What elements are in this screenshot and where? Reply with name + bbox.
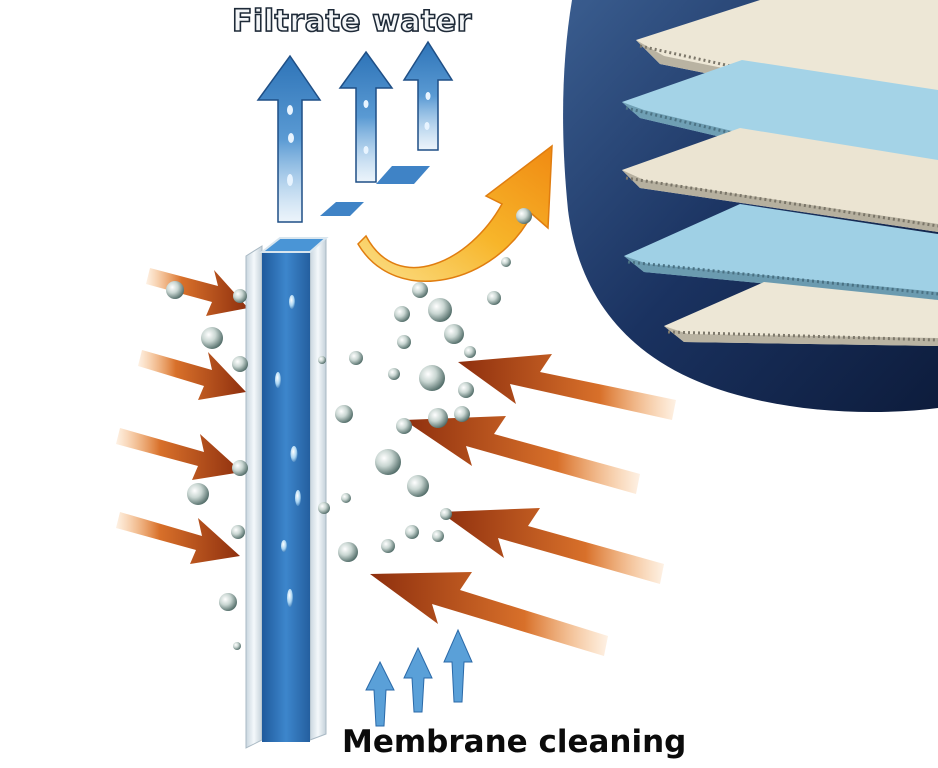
membrane-frame-right	[309, 237, 327, 741]
arrow-up-icon	[443, 628, 473, 703]
sphere-particle-icon	[335, 405, 353, 423]
sphere-particle-icon	[233, 642, 241, 650]
sphere-particle-icon	[464, 346, 476, 358]
sphere-particle-icon	[219, 593, 237, 611]
arrow-up-icon	[338, 50, 394, 183]
sphere-particle-icon	[166, 281, 184, 299]
sphere-particle-icon	[407, 475, 429, 497]
sphere-particle-icon	[232, 460, 248, 476]
sphere-particle-icon	[233, 289, 247, 303]
sphere-particle-icon	[412, 282, 428, 298]
sphere-particle-icon	[419, 365, 445, 391]
filtrate-water-label: Filtrate water	[231, 3, 473, 40]
membrane-sheets-panel	[563, 0, 938, 413]
membrane-frame-left	[245, 245, 263, 749]
sphere-particle-icon	[444, 324, 464, 344]
arrow-left-icon	[404, 416, 640, 494]
sphere-particle-icon	[396, 418, 412, 434]
sphere-particle-icon	[516, 208, 532, 224]
arrow-left-icon	[440, 508, 664, 584]
arrow-left-icon	[458, 354, 676, 420]
sphere-particle-icon	[388, 368, 400, 380]
sphere-particle-icon	[501, 257, 511, 267]
sphere-particle-icon	[458, 382, 474, 398]
membrane-droplets	[275, 295, 301, 607]
sheet-cream-2	[622, 128, 938, 232]
arrow-up-icon	[403, 646, 433, 713]
sphere-particle-icon	[201, 327, 223, 349]
sphere-particle-icon	[231, 525, 245, 539]
arrow-up-icon	[256, 54, 322, 223]
hollow-fiber-membrane	[245, 237, 329, 749]
particles	[166, 208, 532, 650]
sphere-particle-icon	[232, 356, 248, 372]
sphere-particle-icon	[338, 542, 358, 562]
sphere-particle-icon	[487, 291, 501, 305]
sphere-particle-icon	[187, 483, 209, 505]
water-flake	[376, 166, 430, 184]
arrow-right-icon	[146, 268, 248, 316]
sphere-particle-icon	[375, 449, 401, 475]
arrow-right-icon	[116, 512, 240, 564]
filtrate-arrows	[256, 40, 454, 223]
sphere-particle-icon	[397, 335, 411, 349]
feed-arrows-left	[116, 268, 248, 564]
sphere-particle-icon	[394, 306, 410, 322]
sphere-particle-icon	[405, 525, 419, 539]
sheet-cream-3	[664, 282, 938, 346]
sphere-particle-icon	[318, 502, 330, 514]
sphere-particle-icon	[318, 356, 326, 364]
feed-arrows-right	[370, 354, 676, 656]
arrow-up-icon	[402, 40, 454, 151]
sphere-particle-icon	[454, 406, 470, 422]
sphere-particle-icon	[349, 351, 363, 365]
cleaning-arrows	[365, 628, 473, 727]
curved-arrow-icon	[357, 144, 553, 282]
arrow-left-icon	[370, 572, 608, 656]
membrane-top-face	[259, 237, 329, 253]
arrow-right-icon	[138, 350, 246, 400]
membrane-cleaning-label: Membrane cleaning	[342, 724, 687, 760]
sheet-blue-2	[624, 204, 938, 300]
sphere-particle-icon	[428, 298, 452, 322]
arrow-up-icon	[365, 660, 395, 727]
sphere-particle-icon	[341, 493, 351, 503]
water-flake	[320, 202, 364, 216]
arrow-right-icon	[116, 428, 242, 480]
sphere-particle-icon	[381, 539, 395, 553]
sphere-particle-icon	[428, 408, 448, 428]
sphere-particle-icon	[440, 508, 452, 520]
sphere-particle-icon	[432, 530, 444, 542]
membrane-core	[262, 252, 310, 742]
